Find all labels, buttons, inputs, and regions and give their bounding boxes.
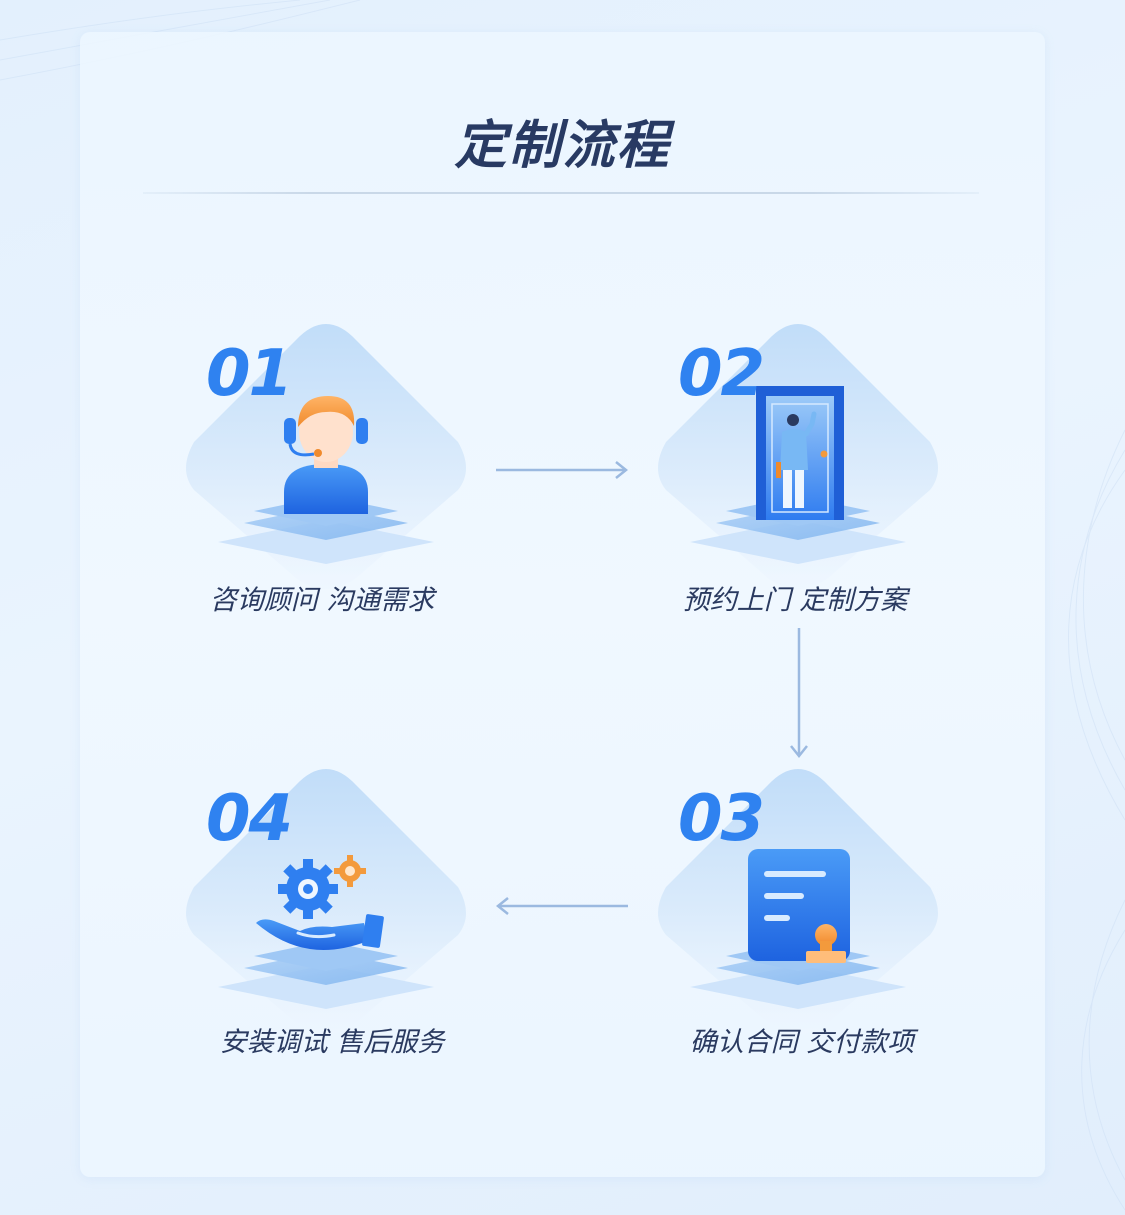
step-01-caption: 咨询顾问 沟通需求	[209, 585, 435, 616]
step-04-caption: 安装调试 售后服务	[219, 1027, 445, 1058]
customer-service-headset-icon	[284, 396, 368, 514]
page-title: 定制流程	[454, 116, 671, 176]
step-01-number: 01	[206, 337, 293, 411]
door-visit-icon	[756, 386, 844, 520]
step-04-number: 04	[206, 782, 293, 856]
title-divider	[143, 192, 979, 194]
contract-stamp-icon	[748, 849, 850, 963]
gear-hand-service-icon	[256, 855, 384, 950]
step-01: 01	[176, 320, 476, 620]
step-03-caption: 确认合同 交付款项	[689, 1027, 915, 1058]
arrow-right-icon	[496, 461, 629, 479]
step-02-number: 02	[678, 337, 765, 411]
step-02: 02	[648, 320, 948, 620]
step-03-number: 03	[678, 782, 765, 856]
step-04: 04	[176, 765, 476, 1065]
arrow-left-icon	[495, 897, 628, 915]
step-03: 03	[648, 765, 948, 1065]
arrow-down-icon	[790, 628, 808, 759]
step-02-caption: 预约上门 定制方案	[682, 585, 908, 616]
